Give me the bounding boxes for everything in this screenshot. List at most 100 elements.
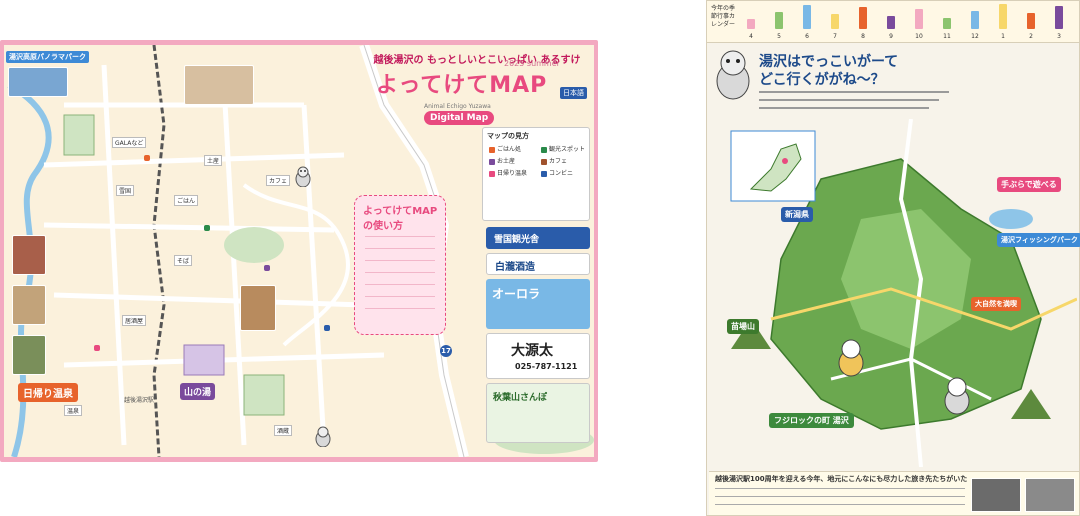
shop-tag[interactable]: 居酒屋: [122, 315, 147, 326]
station-label: 越後湯沢駅: [124, 397, 155, 404]
ropeway-photo: [8, 67, 68, 97]
map-legend: マップの見方 ごはん処観光スポットお土産カフェ日帰り温泉コンビニ: [482, 127, 590, 221]
legend-label: コンビニ: [549, 170, 574, 177]
calendar-month-label: 8: [861, 33, 865, 40]
ad-title: 大源太: [511, 343, 553, 359]
language-badge[interactable]: 日本語: [560, 87, 587, 99]
hands-free-badge[interactable]: 手ぶらで遊べる: [997, 177, 1061, 192]
calendar-month-label: 4: [749, 33, 753, 40]
mascot-icon: [295, 166, 311, 187]
mascot-icon: [944, 377, 970, 415]
calendar-month: 1: [995, 3, 1011, 41]
hakuryu-sake-ad[interactable]: 白瀧酒造: [486, 253, 590, 275]
calendar-month-label: 7: [833, 33, 837, 40]
calendar-month-label: 2: [1029, 33, 1033, 40]
calendar-month-label: 1: [1001, 33, 1005, 40]
shop-tag[interactable]: 土産: [204, 155, 223, 166]
legend-label: お土産: [497, 158, 516, 165]
restaurant-pin[interactable]: [144, 155, 150, 161]
calendar-bar: [859, 7, 867, 29]
soba-photo: [12, 285, 46, 325]
digital-map-button[interactable]: Digital Map: [424, 111, 495, 125]
legend-swatch: [541, 170, 547, 177]
calendar-month-label: 9: [889, 33, 893, 40]
mascot-icon: [315, 426, 331, 447]
calendar-label: 今年の季節行事カレンダー: [711, 5, 736, 28]
snow-country-ad[interactable]: 雪国観光舎: [486, 227, 590, 249]
calendar-month-label: 11: [943, 33, 951, 40]
legend-swatch: [541, 146, 547, 153]
text-line: [715, 504, 965, 505]
calendar-bar: [971, 11, 979, 29]
shop-tag[interactable]: GALAなど: [112, 137, 147, 148]
how-to-use-box: よってけてMAPの使い方: [354, 195, 446, 335]
text-line: [715, 488, 965, 489]
fishing-park-label[interactable]: 湯沢フィッシングパーク: [997, 233, 1080, 247]
calendar-month: 2: [1023, 3, 1039, 41]
calendar-month: 10: [911, 3, 927, 41]
calendar-bar: [747, 19, 755, 29]
map-title: よってけてMAP: [376, 73, 548, 98]
terrain: [730, 119, 1077, 467]
shop-tag[interactable]: 温泉: [64, 405, 83, 416]
souvenir-pin[interactable]: [264, 265, 270, 271]
calendar-bar: [943, 18, 951, 29]
area-title-line-1: 湯沢はでっこいがーて: [759, 54, 899, 70]
history-title: 越後湯沢駅100周年を迎える今年、地元にこんなにも尽力した旅き先たちがいた: [715, 475, 968, 483]
area-map[interactable]: 新潟県 手ぶらで遊べる 湯沢フィッシングパーク 苗場山 大自然を満喫: [711, 119, 1080, 467]
calendar-month: 3: [1051, 3, 1067, 41]
daigenta-ad[interactable]: 大源太 025-787-1121: [486, 333, 590, 379]
calendar-bar: [915, 9, 923, 29]
text-line: [365, 260, 435, 261]
shop-tag[interactable]: そば: [174, 255, 193, 266]
digital-map-subtitle: Animal Echigo Yuzawa: [424, 103, 491, 110]
calendar-month: 7: [827, 3, 843, 41]
ad-phone[interactable]: 025-787-1121: [515, 362, 578, 371]
text-line: [365, 272, 435, 273]
text-line: [759, 107, 929, 109]
town-map[interactable]: 越後湯沢の もっとしいとこいっぱい あるすけ よってけてMAP 2025 sum…: [4, 45, 594, 457]
mt-naeba-label[interactable]: 苗場山: [727, 319, 759, 334]
legend-swatch: [489, 158, 495, 165]
shop-tag[interactable]: カフェ: [266, 175, 291, 186]
calendar-month: 8: [855, 3, 871, 41]
onsen-pin[interactable]: [94, 345, 100, 351]
calendar-bar: [887, 16, 895, 29]
shop-tag[interactable]: 酒蔵: [274, 425, 293, 436]
calendar-bar: [831, 14, 839, 29]
legend-item: 観光スポット: [541, 144, 585, 153]
panorama-park-label[interactable]: 湯沢高原パノラマパーク: [6, 51, 89, 63]
calendar-month: 4: [743, 3, 759, 41]
sightseeing-pin[interactable]: [204, 225, 210, 231]
fuji-rock-label[interactable]: フジロックの町 湯沢: [769, 413, 854, 428]
shop-tag[interactable]: ごはん: [174, 195, 199, 206]
calendar-month-label: 5: [777, 33, 781, 40]
history-section: 越後湯沢駅100周年を迎える今年、地元にこんなにも尽力した旅き先たちがいた: [709, 471, 1079, 515]
calendar-month: 12: [967, 3, 983, 41]
ad-title: オーロラ: [492, 287, 541, 301]
ad-title: 白瀧酒造: [495, 262, 535, 273]
calendar-month: 9: [883, 3, 899, 41]
text-line: [759, 99, 939, 101]
akiba-stroll-ad[interactable]: 秋葉山さんぽ: [486, 383, 590, 443]
calendar-bar: [803, 5, 811, 29]
text-line: [715, 496, 965, 497]
road-network: [7, 45, 594, 457]
food-photo: [12, 235, 46, 275]
legend-title: マップの見方: [487, 132, 529, 140]
aurora-ad[interactable]: オーロラ: [486, 279, 590, 329]
history-photo: [971, 478, 1021, 512]
convenience-store-pin[interactable]: [324, 325, 330, 331]
calendar-bar: [1027, 13, 1035, 29]
shop-tag[interactable]: 雪国: [116, 185, 135, 196]
nature-activity-badge[interactable]: 大自然を満喫: [971, 297, 1021, 311]
day-onsen-label[interactable]: 日帰り温泉: [18, 383, 78, 402]
legend-item: ごはん処: [489, 144, 521, 153]
calendar-month-label: 12: [971, 33, 979, 40]
calendar-month-label: 6: [805, 33, 809, 40]
legend-label: ごはん処: [497, 146, 522, 153]
calendar-month: 6: [799, 3, 815, 41]
yamanoyu-label[interactable]: 山の湯: [180, 383, 216, 400]
